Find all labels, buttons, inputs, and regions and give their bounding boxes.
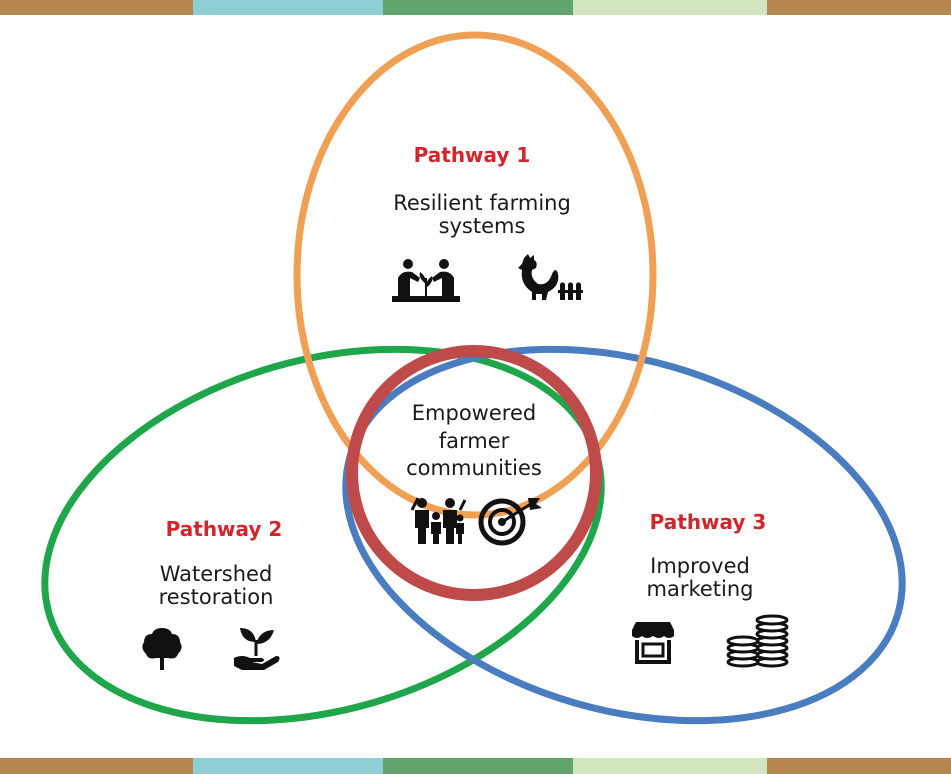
chicken-icon	[518, 254, 583, 300]
band-segment	[383, 758, 573, 774]
pathway3-label-line2: marketing	[646, 577, 754, 601]
core-circle	[346, 345, 602, 601]
band-segment	[383, 0, 573, 15]
band-segment	[0, 758, 193, 774]
bottom-color-band	[0, 758, 951, 774]
pathway3-title: Pathway 3	[649, 510, 767, 534]
tree-icon	[142, 628, 182, 670]
band-segment	[767, 0, 951, 15]
core-label-line1: Empowered	[411, 401, 537, 425]
target-icon	[478, 498, 542, 546]
band-segment	[193, 758, 383, 774]
farmers-planting-icon	[392, 259, 460, 302]
market-stall-icon	[632, 622, 674, 664]
band-segment	[0, 0, 193, 15]
pathway2-label-line2: restoration	[158, 585, 274, 609]
band-segment	[573, 758, 767, 774]
pathway1-label-line2: systems	[438, 214, 526, 238]
seedling-hand-icon	[234, 628, 280, 670]
pathway2-label-line1: Watershed	[159, 562, 273, 586]
band-segment	[193, 0, 383, 15]
pathway1-label-line1: Resilient farming	[393, 191, 571, 215]
core-label-line3: communities	[406, 456, 542, 480]
core-label-line2: farmer	[438, 429, 510, 453]
pathway2-title: Pathway 2	[165, 517, 283, 541]
pathway1-title: Pathway 1	[413, 143, 531, 167]
coins-icon	[726, 614, 789, 668]
family-icon	[410, 497, 466, 544]
pathway3-label-line1: Improved	[650, 554, 750, 578]
band-segment	[767, 758, 951, 774]
band-segment	[573, 0, 767, 15]
pathway1-ellipse	[293, 31, 657, 519]
top-color-band	[0, 0, 951, 15]
